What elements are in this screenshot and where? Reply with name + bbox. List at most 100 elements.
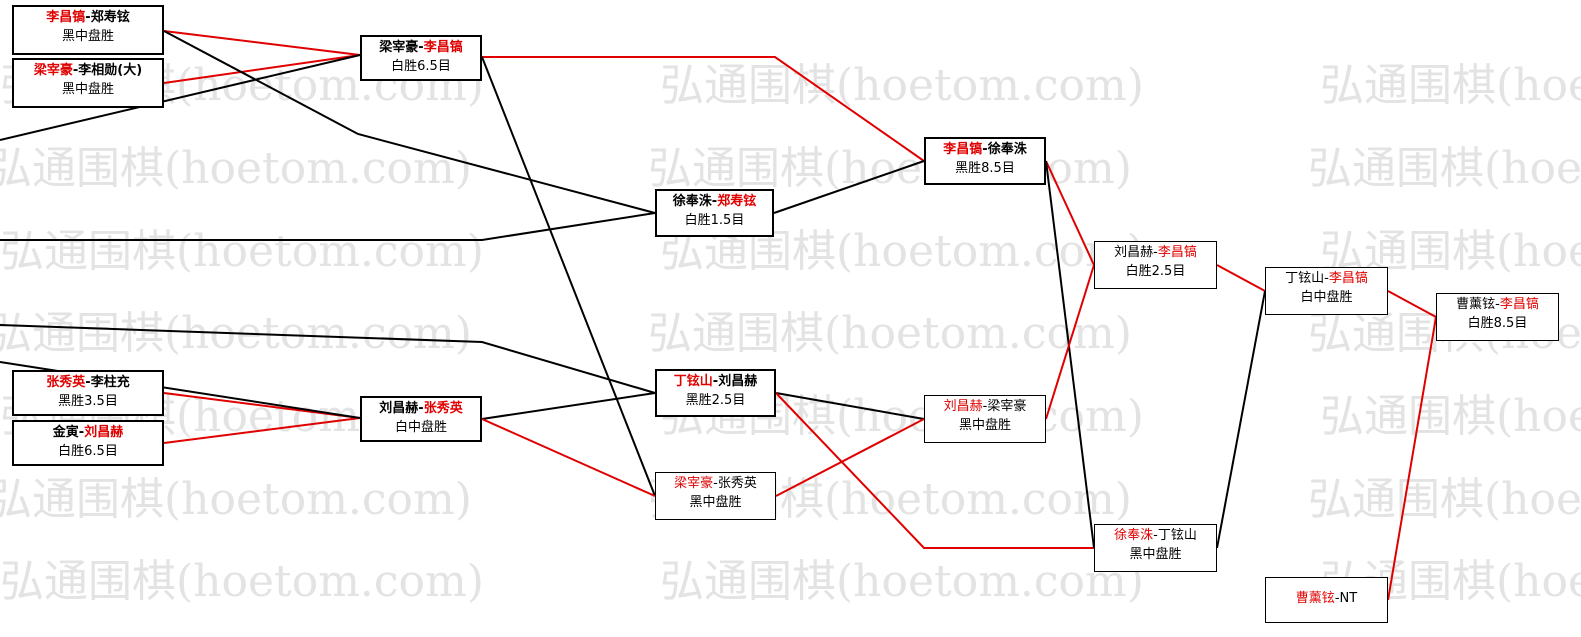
match-result: 白胜1.5目: [684, 213, 745, 228]
vs-dash: -: [72, 63, 79, 78]
match-players: 曹薰铉-NT: [1266, 589, 1387, 608]
match-players: 刘昌赫-李昌镐: [1095, 243, 1216, 262]
player-white: 李昌镐: [423, 40, 463, 55]
player-white: 刘昌赫: [718, 374, 758, 389]
match-players: 梁宰豪-张秀英: [656, 474, 775, 493]
player-white: 徐奉洙: [987, 142, 1027, 157]
player-black: 丁铉山: [1285, 271, 1325, 286]
player-white: NT: [1339, 591, 1358, 606]
link-m1-m7: [163, 30, 656, 214]
player-black: 刘昌赫: [1114, 245, 1154, 260]
player-black: 曹薰铉: [1295, 591, 1335, 606]
match-players: 丁铉山-李昌镐: [1266, 269, 1387, 288]
match-players: 曹薰铉-李昌镐: [1437, 295, 1558, 314]
match-box-m3: 张秀英-李柱充黑胜3.5目: [12, 370, 164, 416]
vs-dash: -: [1334, 591, 1340, 606]
link-m8-m13: [775, 392, 1094, 549]
player-white: 张秀英: [423, 401, 463, 416]
link-m8-m11: [775, 392, 925, 420]
vs-dash: -: [78, 425, 85, 440]
player-white: 张秀英: [717, 476, 757, 491]
match-box-m11: 刘昌赫-梁宰豪黑中盘胜: [924, 395, 1046, 443]
match-players: 刘昌赫-梁宰豪: [925, 397, 1045, 416]
match-result: 白胜6.5目: [58, 444, 118, 459]
player-black: 金寅: [52, 425, 79, 440]
match-result: 白胜8.5目: [1467, 316, 1528, 331]
vs-dash: -: [982, 399, 988, 414]
link-m14-m16: [1387, 290, 1437, 318]
link-m12-m14: [1216, 264, 1266, 292]
vs-dash: -: [85, 10, 91, 25]
match-box-m12: 刘昌赫-李昌镐白胜2.5目: [1094, 241, 1217, 289]
match-box-m7: 徐奉洙-郑寿铉白胜1.5目: [655, 189, 774, 237]
match-players: 李昌镐-郑寿铉: [14, 8, 162, 27]
match-box-m14: 丁铉山-李昌镐白中盘胜: [1265, 267, 1388, 315]
match-box-m16: 曹薰铉-李昌镐白胜8.5目: [1436, 293, 1559, 341]
player-white: 郑寿铉: [717, 194, 757, 209]
match-result: 黑中盘胜: [61, 29, 114, 44]
match-box-m15: 曹薰铉-NT: [1265, 577, 1388, 623]
match-box-m1: 李昌镐-郑寿铉黑中盘胜: [12, 5, 164, 55]
match-box-m5: 梁宰豪-李昌镐白胜6.5目: [360, 35, 482, 81]
match-box-m9: 梁宰豪-张秀英黑中盘胜: [655, 472, 776, 520]
vs-dash: -: [1495, 297, 1500, 312]
match-box-m8: 丁铉山-刘昌赫黑胜2.5目: [655, 369, 776, 417]
match-result: 黑中盘胜: [689, 495, 742, 510]
match-box-m4: 金寅-刘昌赫白胜6.5目: [12, 420, 164, 466]
match-box-m10: 李昌镐-徐奉洙黑胜8.5目: [924, 137, 1046, 185]
player-black: 刘昌赫: [943, 399, 983, 414]
player-black: 梁宰豪: [674, 476, 714, 491]
match-players: 徐奉洙-郑寿铉: [657, 192, 772, 211]
match-result: 黑中盘胜: [1129, 547, 1182, 562]
link-m6-m9: [481, 418, 656, 497]
match-result: 黑中盘胜: [61, 82, 114, 97]
match-box-m13: 徐奉洙-丁铉山黑中盘胜: [1094, 524, 1217, 572]
player-white: 李相勋(大): [78, 63, 143, 78]
link-m7-m10: [773, 160, 925, 214]
match-result: 白中盘胜: [1300, 290, 1353, 305]
vs-dash: -: [418, 40, 424, 55]
vs-dash: -: [85, 375, 91, 390]
match-players: 李昌镐-徐奉洙: [926, 140, 1044, 159]
link-m5-m10: [482, 56, 925, 162]
offpage-link-m8: [0, 324, 656, 394]
vs-dash: -: [1324, 271, 1329, 286]
link-m10-m13: [1045, 160, 1095, 549]
vs-dash: -: [418, 401, 424, 416]
match-players: 梁宰豪-李相勋(大): [14, 61, 162, 80]
link-m1-m5: [163, 30, 361, 56]
match-result: 黑中盘胜: [958, 418, 1011, 433]
player-white: 李昌镐: [1499, 297, 1539, 312]
player-black: 刘昌赫: [379, 401, 419, 416]
player-white: 郑寿铉: [90, 10, 130, 25]
player-black: 李昌镐: [46, 10, 86, 25]
player-white: 李昌镐: [1157, 245, 1197, 260]
player-black: 梁宰豪: [379, 40, 419, 55]
offpage-link-m7: [0, 212, 656, 241]
match-players: 徐奉洙-丁铉山: [1095, 526, 1216, 545]
player-white: 李柱充: [90, 375, 130, 390]
match-result: 白胜2.5目: [1125, 264, 1186, 279]
vs-dash: -: [1153, 245, 1158, 260]
link-m6-m8: [481, 392, 656, 420]
match-result: 白中盘胜: [394, 420, 447, 435]
player-white: 梁宰豪: [987, 399, 1027, 414]
player-black: 丁铉山: [673, 374, 713, 389]
offpage-link-m2: [0, 54, 361, 141]
match-box-m6: 刘昌赫-张秀英白中盘胜: [360, 396, 482, 442]
player-white: 丁铉山: [1157, 528, 1197, 543]
link-m2-m5: [163, 54, 361, 84]
vs-dash: -: [711, 194, 718, 209]
player-white: 刘昌赫: [84, 425, 124, 440]
match-players: 金寅-刘昌赫: [14, 423, 162, 442]
match-result: 白胜6.5目: [391, 59, 451, 74]
vs-dash: -: [1153, 528, 1158, 543]
vs-dash: -: [713, 476, 718, 491]
match-players: 张秀英-李柱充: [14, 373, 162, 392]
link-m4-m6: [163, 417, 361, 444]
link-m11-m12: [1045, 264, 1095, 420]
player-black: 梁宰豪: [33, 63, 73, 78]
player-white: 李昌镐: [1328, 271, 1368, 286]
link-m9-m11: [775, 418, 925, 497]
